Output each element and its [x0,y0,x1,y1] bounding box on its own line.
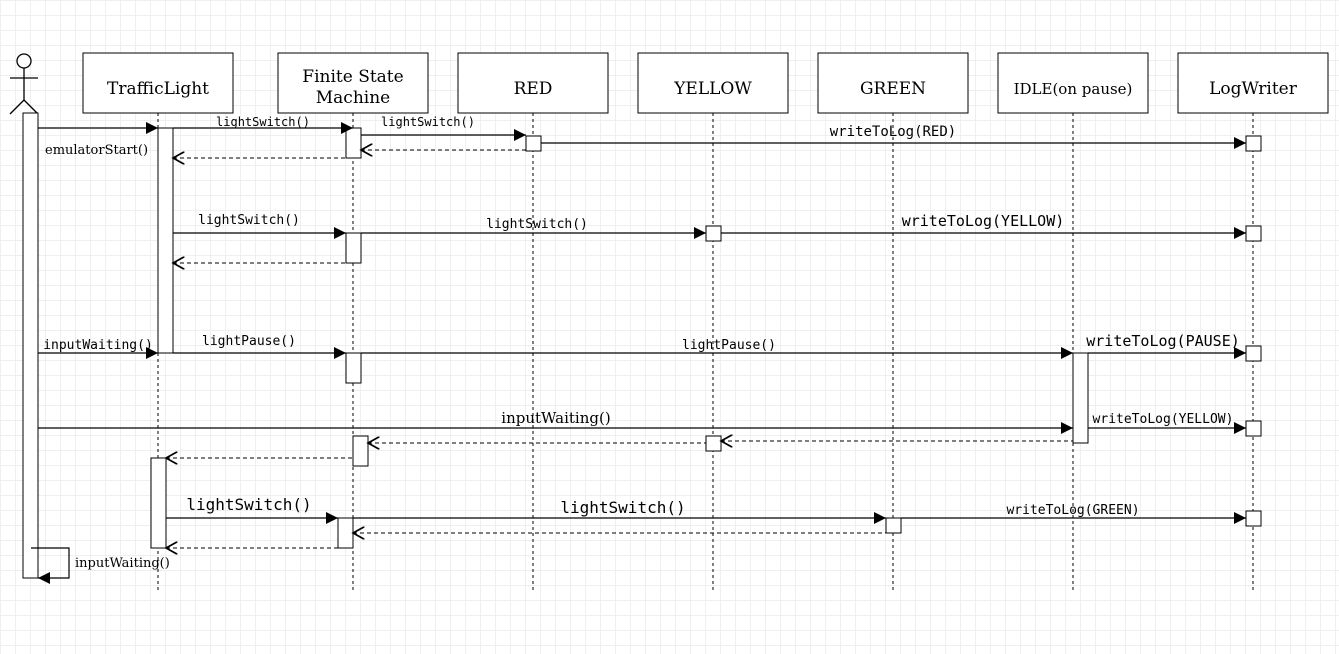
label-fsm-idle-pause: lightPause() [682,338,776,353]
activation-fsm-3 [345,352,362,384]
participant-label-idle: IDLE(on pause) [1014,80,1133,98]
participant-label-fsm-line1: Finite State [302,67,403,87]
participant-yellow [637,52,789,114]
label-tl-fsm-switch-1: lightSwitch() [216,115,310,129]
activation-fsm-2 [345,232,362,264]
participant-traffic-light [82,52,234,114]
label-tl-fsm-switch-2: lightSwitch() [198,213,300,228]
activation-log-2 [1245,225,1262,242]
participant-fsm [277,52,429,114]
actor-figure [9,53,39,115]
label-fsm-yellow-switch: lightSwitch() [486,217,588,232]
activation-log-3 [1245,345,1262,362]
participant-label-fsm-line2: Machine [316,88,390,108]
activation-log-4 [1245,420,1262,437]
participant-label-yellow: YELLOW [673,79,752,99]
participant-red [457,52,609,114]
activation-traffic-light-2 [150,457,167,549]
activation-red [525,135,542,152]
label-red-log: writeToLog(RED) [830,124,956,140]
label-fsm-green-switch: lightSwitch() [560,498,685,517]
activation-actor [22,112,39,579]
activation-fsm-5 [337,517,354,549]
activation-traffic-light-1 [157,127,174,354]
label-tl-fsm-pause: lightPause() [202,334,296,349]
participant-idle [997,52,1149,114]
activation-idle [1072,352,1089,444]
participant-label-log-writer: LogWriter [1209,79,1298,99]
activation-yellow-1 [705,225,722,242]
arrow-input-waiting-self [31,547,70,584]
participant-label-red: RED [514,79,553,99]
label-tl-fsm-switch-3: lightSwitch() [186,495,311,514]
participant-log-writer [1177,52,1329,114]
label-input-waiting-2: inputWaiting() [501,409,610,427]
label-fsm-red-switch: lightSwitch() [381,115,475,129]
activation-green [885,517,902,534]
activation-log-5 [1245,510,1262,527]
label-emulator-start: emulatorStart() [45,143,148,158]
activation-fsm-1 [345,127,362,159]
participant-label-green: GREEN [860,79,926,99]
label-yellow-log: writeToLog(YELLOW) [902,212,1065,230]
label-idle-log-pause: writeToLog(PAUSE) [1086,332,1240,350]
participant-green [817,52,969,114]
label-input-waiting-self: inputWaiting() [75,556,170,571]
label-input-waiting-1: inputWaiting() [43,338,153,353]
activation-log-1 [1245,135,1262,152]
activation-yellow-2 [705,435,722,452]
participant-label-traffic-light: TrafficLight [107,79,209,99]
label-green-log: writeToLog(GREEN) [1006,503,1139,518]
label-idle-log-yellow: writeToLog(YELLOW) [1093,412,1234,427]
activation-fsm-4 [352,435,369,467]
